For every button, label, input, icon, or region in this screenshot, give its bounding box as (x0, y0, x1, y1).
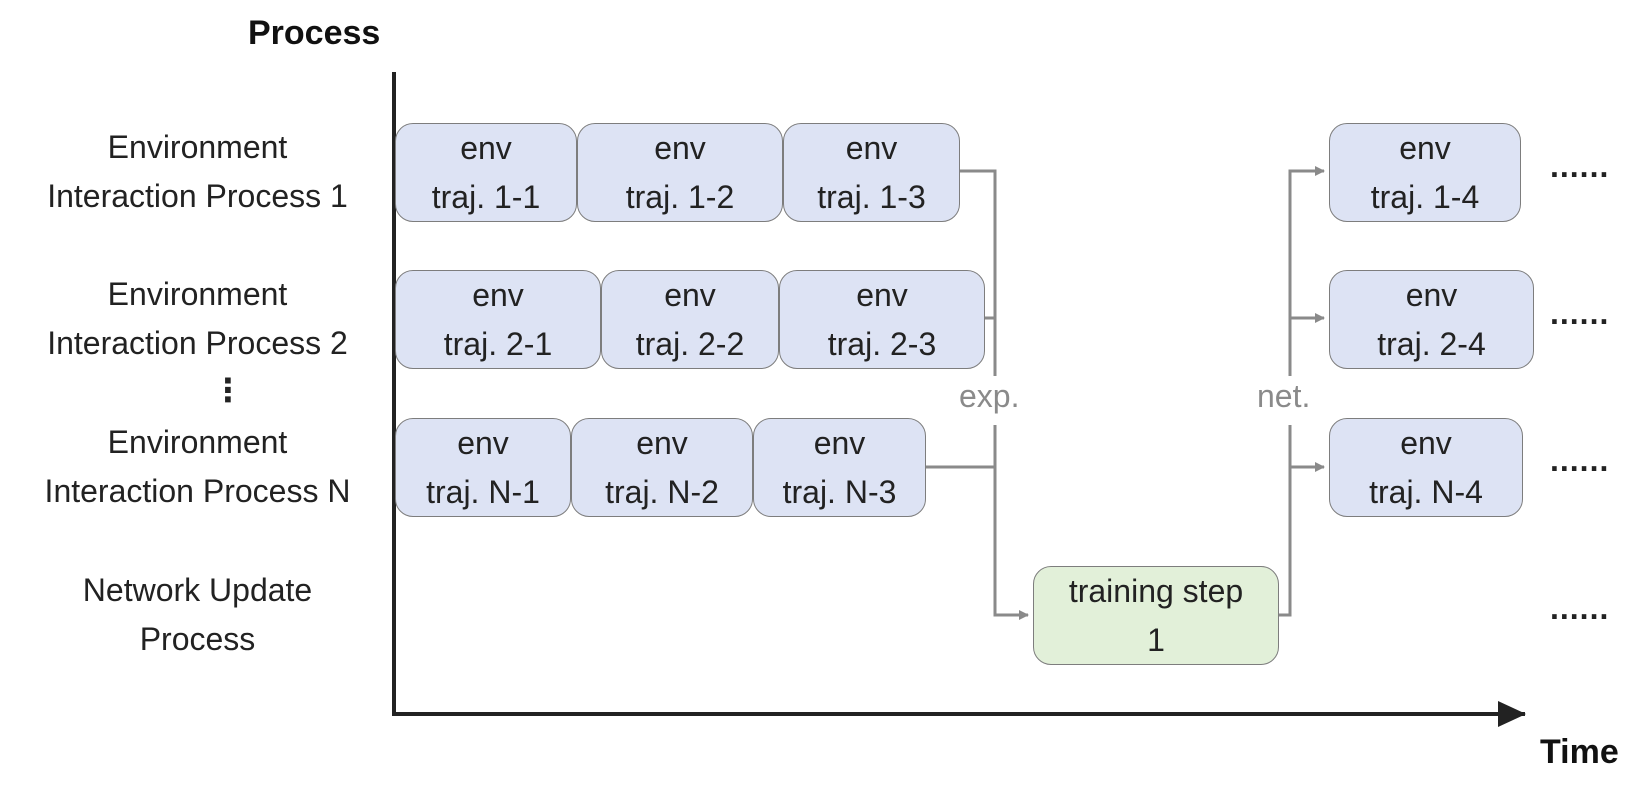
network-label: net. (1253, 376, 1315, 416)
row-label-process-1: Environment Interaction Process 1 (47, 129, 348, 214)
row-label-process-n: Environment Interaction Process N (44, 424, 351, 509)
row-label-process-2: Environment Interaction Process 2 (47, 276, 348, 361)
continuation-dots-network: ...... (1550, 590, 1610, 626)
network-connector (1277, 166, 1325, 617)
x-axis-label: Time (1540, 733, 1619, 771)
experience-label: exp. (955, 376, 1024, 416)
continuation-dots-row-2: ...... (1550, 295, 1610, 331)
experience-connector (924, 169, 1029, 620)
row-label-network-update: Network Update Process (82, 572, 313, 657)
row-gap-marker: ⋮ (212, 372, 244, 408)
y-axis-label: Process (248, 14, 381, 52)
continuation-dots-row-1: ...... (1550, 148, 1610, 184)
continuation-dots-row-n: ...... (1550, 442, 1610, 478)
